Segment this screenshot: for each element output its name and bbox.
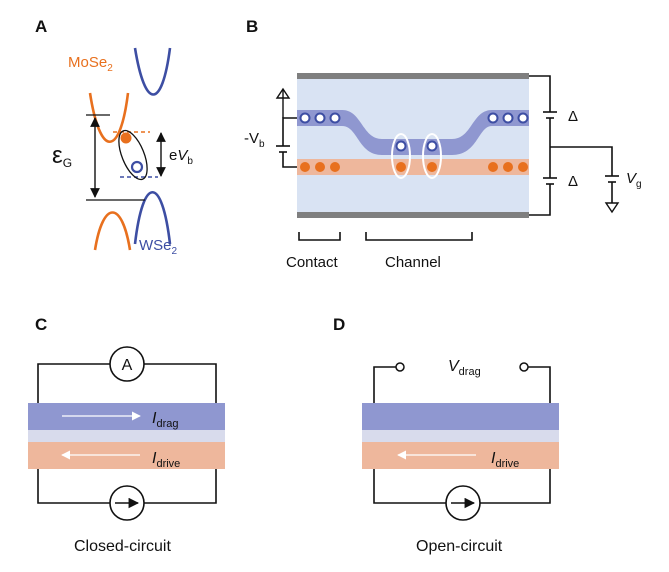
ammeter-label: A xyxy=(122,357,133,374)
gate-wire-bottom xyxy=(529,184,551,216)
panel-d: D Vdrag Idrive Open-circuit xyxy=(333,315,559,555)
contact-bracket xyxy=(298,232,341,241)
ammeter xyxy=(109,346,145,382)
exciton-1-electron xyxy=(396,162,406,172)
drive-current-label-d: Idrive xyxy=(491,450,519,470)
gap-label: εG xyxy=(52,142,72,170)
hole-contact-right-1 xyxy=(487,112,499,124)
wse2-conduction-band xyxy=(133,47,172,96)
drag-voltage-label: Vdrag xyxy=(448,358,481,378)
mose2-layer xyxy=(297,159,529,175)
contact-label: Contact xyxy=(286,254,339,271)
delta-top-label: Δ xyxy=(568,108,578,125)
electron-contact-right-3 xyxy=(518,162,528,172)
exciton-2-electron xyxy=(427,162,437,172)
wse2-layer xyxy=(297,110,529,155)
exciton-2-hole xyxy=(426,140,438,152)
panel-label-a: A xyxy=(35,17,47,36)
hole-contact-left-1 xyxy=(299,112,311,124)
exciton-1-hole xyxy=(395,140,407,152)
separator-c xyxy=(28,430,225,442)
hole-contact-left-3 xyxy=(329,112,341,124)
panel-c: C A Idrag Idrive Closed-circuit xyxy=(28,315,225,555)
panel-label-b: B xyxy=(246,17,258,36)
panel-label-c: C xyxy=(35,315,47,334)
drag-wire-right xyxy=(144,363,217,403)
terminal-left xyxy=(395,362,405,372)
vg-wire xyxy=(550,146,613,176)
top-gate-plate xyxy=(297,73,529,79)
exciton-ellipse xyxy=(118,129,148,181)
panel-b: B -Vb xyxy=(244,17,642,271)
drive-wire-right-c xyxy=(144,469,217,504)
drag-current-label: Idrag xyxy=(152,410,178,430)
drive-wire-left-c xyxy=(37,469,110,504)
electron-contact-left-1 xyxy=(300,162,310,172)
gate-wire-top xyxy=(529,75,551,112)
mose2-conduction-band xyxy=(88,92,130,143)
drag-layer-d xyxy=(362,403,559,430)
mose2-valence-band xyxy=(93,211,132,251)
electron-contact-right-2 xyxy=(503,162,513,172)
panel-label-d: D xyxy=(333,315,345,334)
wse2-label: WSe2 xyxy=(139,237,178,257)
hole-contact-left-2 xyxy=(314,112,326,124)
electron-dot xyxy=(120,132,132,144)
drive-wire-left-d xyxy=(373,469,446,504)
electron-contact-left-3 xyxy=(330,162,340,172)
terminal-right xyxy=(519,362,529,372)
bias-label-b: -Vb xyxy=(244,130,265,150)
exciton-2 xyxy=(422,133,442,179)
electron-contact-right-1 xyxy=(488,162,498,172)
delta-bottom-label: Δ xyxy=(568,173,578,190)
drive-current-label-c: Idrive xyxy=(152,450,180,470)
bias-wire-bottom xyxy=(282,152,297,168)
channel-label: Channel xyxy=(385,254,441,271)
separator-d xyxy=(362,430,559,442)
open-circuit-caption: Open-circuit xyxy=(416,538,503,555)
bottom-gate-plate xyxy=(297,212,529,218)
wse2-valence-band xyxy=(133,191,172,245)
panel-a: A MoSe2 εG eVb WSe2 xyxy=(35,17,193,257)
channel-bracket xyxy=(365,232,473,241)
gate-voltage-label: Vg xyxy=(626,170,642,190)
hole-dot xyxy=(130,160,144,174)
drag-wire-left xyxy=(37,363,110,403)
hole-contact-right-2 xyxy=(502,112,514,124)
drive-wire-right-d xyxy=(480,469,551,504)
bias-ground-symbol xyxy=(275,87,291,99)
vdrag-wire-left xyxy=(373,366,396,403)
bias-wire-top xyxy=(282,117,297,146)
vg-ground-symbol xyxy=(604,202,620,214)
exciton-1 xyxy=(391,133,411,179)
closed-circuit-caption: Closed-circuit xyxy=(74,538,171,555)
hole-contact-right-3 xyxy=(517,112,529,124)
vdrag-wire-right xyxy=(528,366,551,403)
bias-label-a: eVb xyxy=(169,147,193,167)
electron-contact-left-2 xyxy=(315,162,325,172)
mose2-label: MoSe2 xyxy=(68,54,113,74)
